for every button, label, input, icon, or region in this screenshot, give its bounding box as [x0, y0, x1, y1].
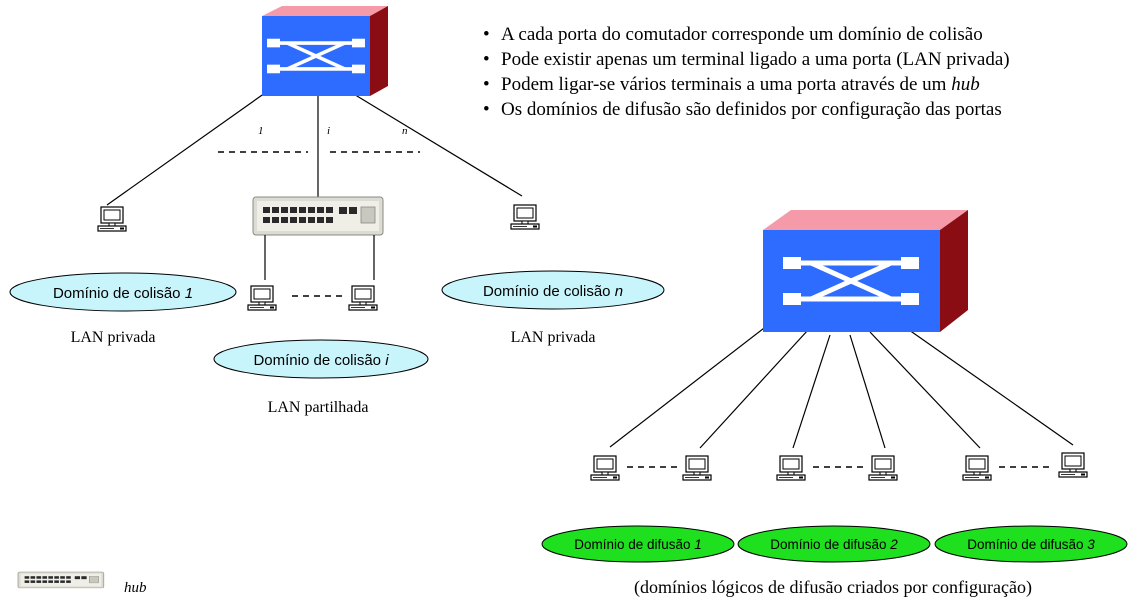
bullet-item: Pode existir apenas um terminal ligado a… [483, 47, 1010, 72]
left-switch-top-face [262, 6, 388, 16]
collision-domain-i-caption: LAN partilhada [268, 399, 369, 416]
broadcast-domain-3-label: Domínio de difusão 3 [967, 537, 1095, 552]
hub-device [252, 196, 384, 236]
collision-domain-i-ellipse [213, 339, 429, 379]
collision-domain-n-caption: LAN privada [511, 329, 596, 346]
collision-domain-i-label: Domínio de colisão i [253, 352, 389, 369]
pc-icon [590, 455, 620, 481]
left-switch-side-face [370, 6, 388, 96]
broadcast-domain-1-ellipse [541, 525, 735, 563]
link-port-n [351, 92, 523, 197]
collision-domain-1-ellipse [9, 272, 237, 312]
left-switch-links [106, 92, 523, 206]
port-label-n: n [402, 125, 408, 137]
right-switch-links [609, 324, 1074, 449]
left-switch-body [262, 6, 388, 96]
collision-domain-1-label: Domínio de colisão 1 [53, 285, 193, 302]
pc-icon [97, 206, 127, 232]
pc-icon [510, 204, 540, 230]
broadcast-caption: (domínios lógicos de difusão criados por… [634, 577, 1032, 598]
right-switch-body [763, 210, 968, 332]
broadcast-domain-2-ellipse [737, 525, 931, 563]
broadcast-domain-3-ellipse [934, 525, 1128, 563]
legend-hub-label: hub [124, 580, 147, 596]
pc-icon [1058, 452, 1088, 478]
legend-hub-icon [17, 571, 105, 589]
bullet-item: Os domínios de difusão são definidos por… [483, 97, 1010, 122]
collision-domain-n-ellipse [441, 270, 665, 310]
bullet-list: A cada porta do comutador corresponde um… [483, 22, 1010, 122]
pc-icon [348, 285, 378, 311]
pc-icon [868, 455, 898, 481]
link-broadcast [849, 334, 886, 449]
link-broadcast [699, 329, 809, 449]
right-switch-side-face [940, 210, 968, 332]
link-broadcast [869, 331, 981, 449]
link-port-1 [106, 92, 266, 206]
pc-icon [962, 455, 992, 481]
broadcast-domain-2-label: Domínio de difusão 2 [770, 537, 898, 552]
right-switch-top-face [763, 210, 968, 230]
link-broadcast [609, 324, 769, 448]
link-broadcast [901, 324, 1074, 446]
collision-domain-n-label: Domínio de colisão n [483, 283, 623, 300]
bullet-item: Podem ligar-se vários terminais a uma po… [483, 72, 1010, 97]
link-broadcast [792, 334, 831, 449]
collision-domain-1-caption: LAN privada [71, 329, 156, 346]
pc-icon [682, 455, 712, 481]
pc-icon [776, 455, 806, 481]
port-label-i: i [327, 125, 330, 137]
bullet-item: A cada porta do comutador corresponde um… [483, 22, 1010, 47]
hub-links [264, 235, 375, 280]
pc-icon [247, 285, 277, 311]
broadcast-domain-1-label: Domínio de difusão 1 [574, 537, 702, 552]
port-label-1: 1 [258, 125, 264, 137]
